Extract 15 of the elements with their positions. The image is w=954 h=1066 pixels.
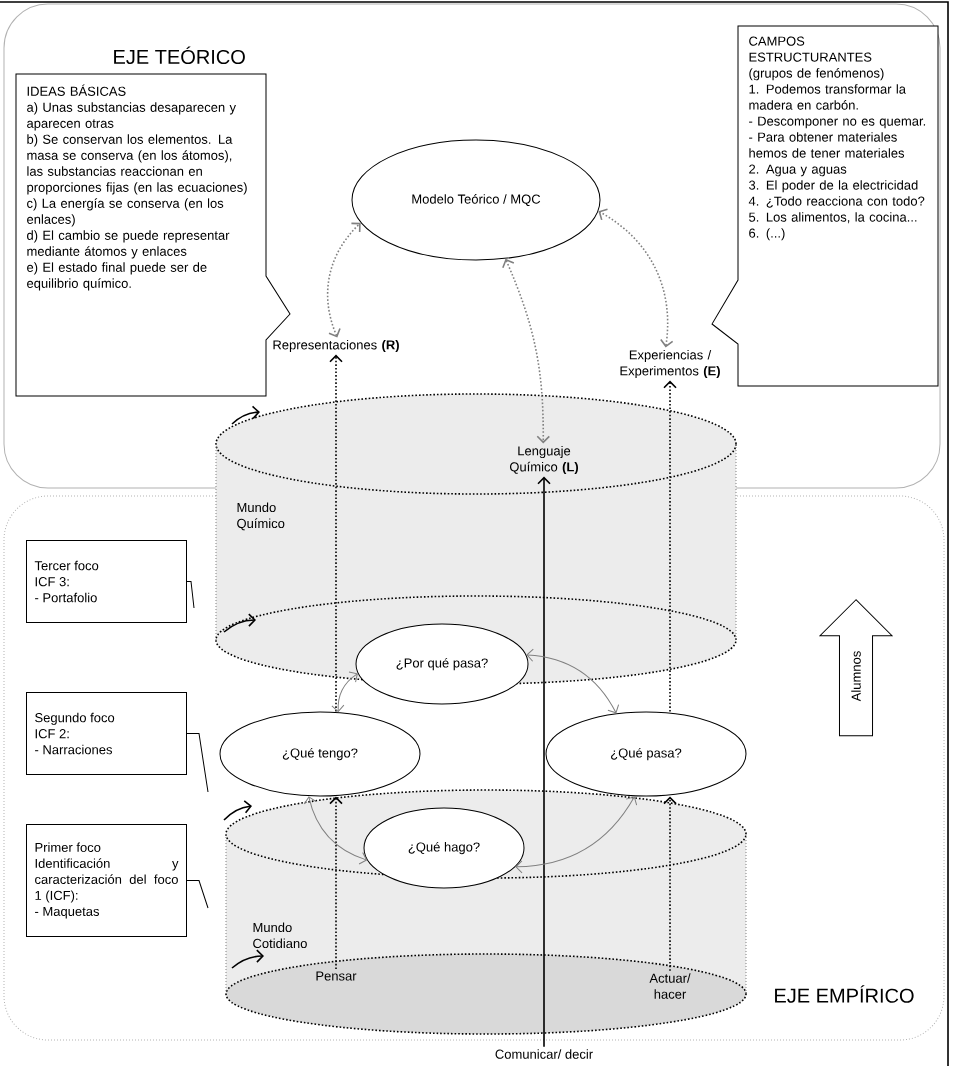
leader-line <box>186 581 195 609</box>
arrow <box>526 648 620 714</box>
arrow <box>502 258 551 444</box>
arrow <box>331 671 358 712</box>
arrow <box>663 796 677 972</box>
arrow <box>329 796 343 970</box>
leader-line <box>186 880 209 909</box>
arrow <box>326 222 361 338</box>
arrow <box>598 208 674 348</box>
arrow <box>515 796 638 874</box>
leader-line <box>186 733 209 793</box>
arrow <box>303 796 368 865</box>
arrow <box>329 354 343 713</box>
arrow <box>537 476 551 1048</box>
arrow <box>663 380 677 713</box>
